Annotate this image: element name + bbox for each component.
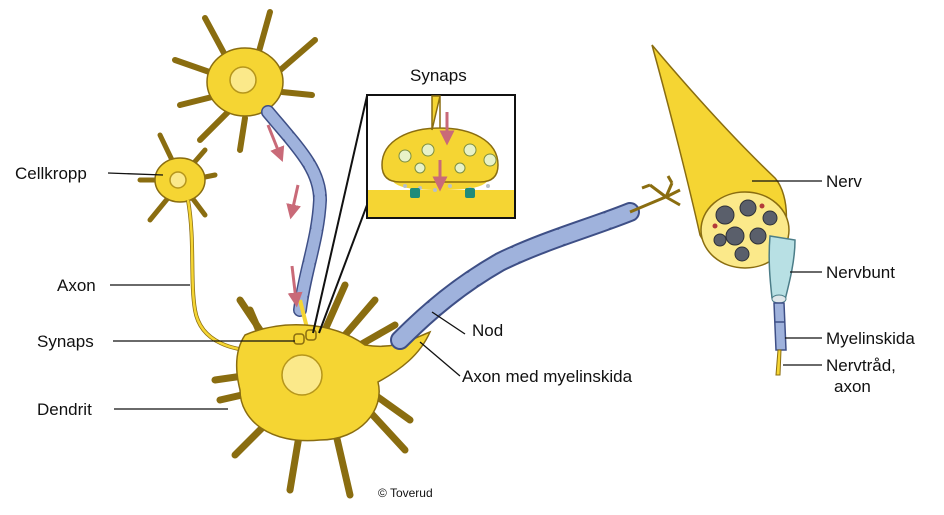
nerve-fascicles (713, 199, 778, 262)
left-neuron (137, 132, 218, 223)
upper-neuron (172, 9, 318, 153)
label-nod: Nod (472, 321, 503, 340)
synapse-inset (312, 94, 516, 334)
main-neuron-nucleus (281, 354, 323, 396)
label-axon-myelin: Axon med myelinskida (462, 367, 633, 386)
label-dendrit: Dendrit (37, 400, 92, 419)
main-neuron (211, 281, 432, 499)
receptors (410, 188, 475, 198)
nerve-fiber-myelin (773, 302, 787, 351)
neurotransmitter-dots (403, 184, 490, 192)
leader-lines (107, 172, 822, 410)
main-neuron-dendrites (211, 281, 414, 499)
labels: Cellkropp Axon Synaps Dendrit Synaps Nod… (15, 66, 915, 500)
label-nervtrad-axon: axon (834, 377, 871, 396)
nerve-bundle (768, 235, 796, 301)
synaptic-vesicles (398, 143, 497, 174)
main-axon (390, 194, 669, 350)
label-synaps: Synaps (37, 332, 94, 351)
label-nerv: Nerv (826, 172, 862, 191)
label-synaps-inset-title: Synaps (410, 66, 467, 85)
credit: © Toverud (378, 486, 433, 500)
signal-arrows (266, 124, 303, 308)
label-cellkropp: Cellkropp (15, 164, 87, 183)
label-axon: Axon (57, 276, 96, 295)
main-neuron-soma (235, 324, 432, 442)
label-myelinskida: Myelinskida (826, 329, 915, 348)
nerve-fiber-axon (775, 349, 782, 376)
nerve (651, 44, 796, 376)
label-nervtrad: Nervtråd, (826, 356, 896, 375)
label-nervbunt: Nervbunt (826, 263, 895, 282)
axon-terminal (641, 175, 681, 207)
upper-neuron-nucleus (229, 66, 257, 94)
